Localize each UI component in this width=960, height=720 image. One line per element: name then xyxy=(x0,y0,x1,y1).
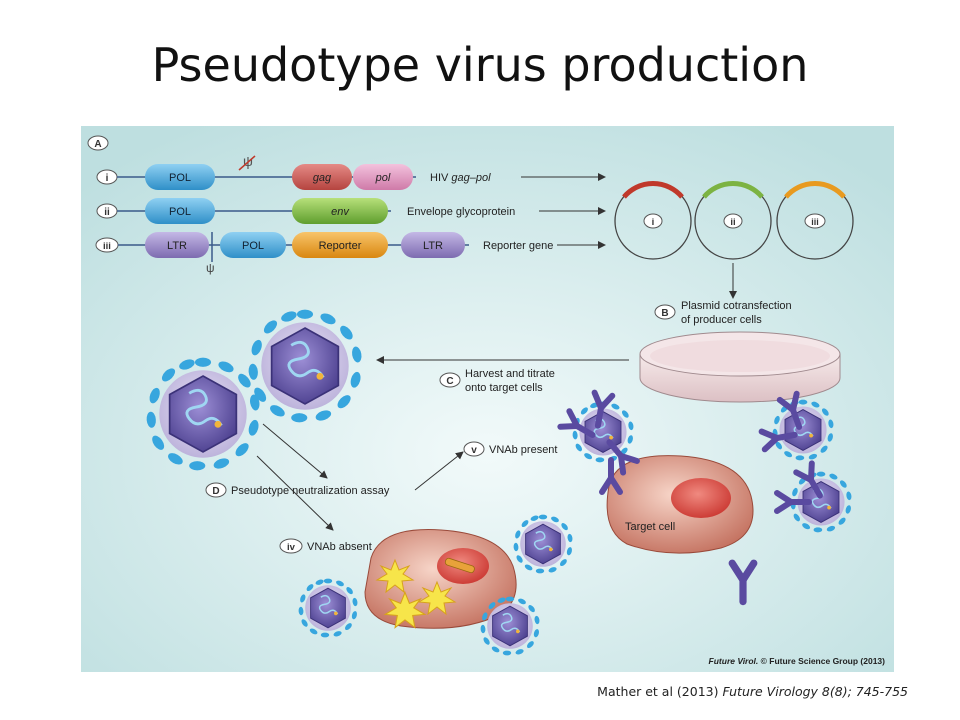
petri-dish xyxy=(639,331,841,403)
construct-row-i: i POL ψ gag pol HIV gag–pol xyxy=(96,153,606,190)
svg-text:VNAb present: VNAb present xyxy=(489,444,557,456)
panel-a-badge: A xyxy=(87,135,109,151)
svg-text:iii: iii xyxy=(103,241,111,252)
svg-text:onto target cells: onto target cells xyxy=(465,382,543,394)
step-d-label: D Pseudotype neutralization assay xyxy=(205,482,390,498)
svg-text:POL: POL xyxy=(242,240,264,252)
citation: Mather et al (2013) Future Virology 8(8)… xyxy=(597,684,908,699)
figure-diagram: A i POL ψ gag pol HIV gag–pol ii POL env… xyxy=(81,126,894,672)
svg-text:LTR: LTR xyxy=(423,240,443,252)
svg-text:i: i xyxy=(652,217,655,228)
gag-box xyxy=(292,164,352,190)
infected-cell xyxy=(364,529,517,629)
svg-text:gag: gag xyxy=(313,172,332,184)
pol-gene-box xyxy=(353,164,413,190)
psi-symbol: ψ xyxy=(206,261,215,275)
reporter-box xyxy=(292,232,388,258)
svg-text:Harvest and titrate: Harvest and titrate xyxy=(465,368,555,380)
svg-text:ii: ii xyxy=(730,217,735,228)
step-iv-label: iv VNAb absent xyxy=(279,538,372,554)
construct-row-ii: ii POL env Envelope glycoprotein xyxy=(96,198,606,224)
svg-text:v: v xyxy=(471,445,477,456)
env-box xyxy=(292,198,388,224)
row-iii-label: Reporter gene xyxy=(483,240,553,252)
svg-text:iii: iii xyxy=(811,217,819,227)
svg-text:Target cell: Target cell xyxy=(625,521,675,533)
target-cell: Target cell xyxy=(606,455,754,554)
svg-text:i: i xyxy=(106,173,109,184)
figure-credit: Future Virol. © Future Science Group (20… xyxy=(709,656,886,666)
plasmid-i: i xyxy=(614,181,692,260)
construct-row-iii: iii LTR ψ POL Reporter LTR Reporter gene xyxy=(95,232,606,275)
psi-deleted-symbol: ψ xyxy=(243,153,253,169)
step-b-label: B Plasmid cotransfection of producer cel… xyxy=(654,300,792,326)
svg-text:Reporter: Reporter xyxy=(319,240,362,252)
svg-text:C: C xyxy=(446,376,453,387)
svg-text:Plasmid cotransfection: Plasmid cotransfection xyxy=(681,300,792,312)
slide-title: Pseudotype virus production xyxy=(151,38,809,92)
svg-text:Pseudotype neutralization assa: Pseudotype neutralization assay xyxy=(231,485,390,497)
step-c-label: C Harvest and titrate onto target cells xyxy=(439,368,555,394)
row-i-label: HIV gag–pol xyxy=(430,172,491,184)
svg-text:VNAb absent: VNAb absent xyxy=(307,541,372,553)
citation-journal: Future Virology 8(8); 745-755 xyxy=(722,684,908,699)
svg-text:iv: iv xyxy=(287,542,296,553)
svg-text:pol: pol xyxy=(375,172,391,184)
plasmid-iii: iii xyxy=(776,181,854,260)
plasmid-ii: ii xyxy=(694,181,772,260)
svg-text:env: env xyxy=(331,206,350,218)
svg-text:D: D xyxy=(212,486,219,497)
pol-box xyxy=(145,164,215,190)
svg-text:B: B xyxy=(661,308,668,319)
svg-text:A: A xyxy=(94,139,101,150)
svg-text:ii: ii xyxy=(104,207,110,218)
svg-text:of producer cells: of producer cells xyxy=(681,314,762,326)
row-ii-label: Envelope glycoprotein xyxy=(407,206,515,218)
svg-text:LTR: LTR xyxy=(167,240,187,252)
svg-text:POL: POL xyxy=(169,172,191,184)
step-v-label: v VNAb present xyxy=(463,441,557,457)
svg-text:POL: POL xyxy=(169,206,191,218)
